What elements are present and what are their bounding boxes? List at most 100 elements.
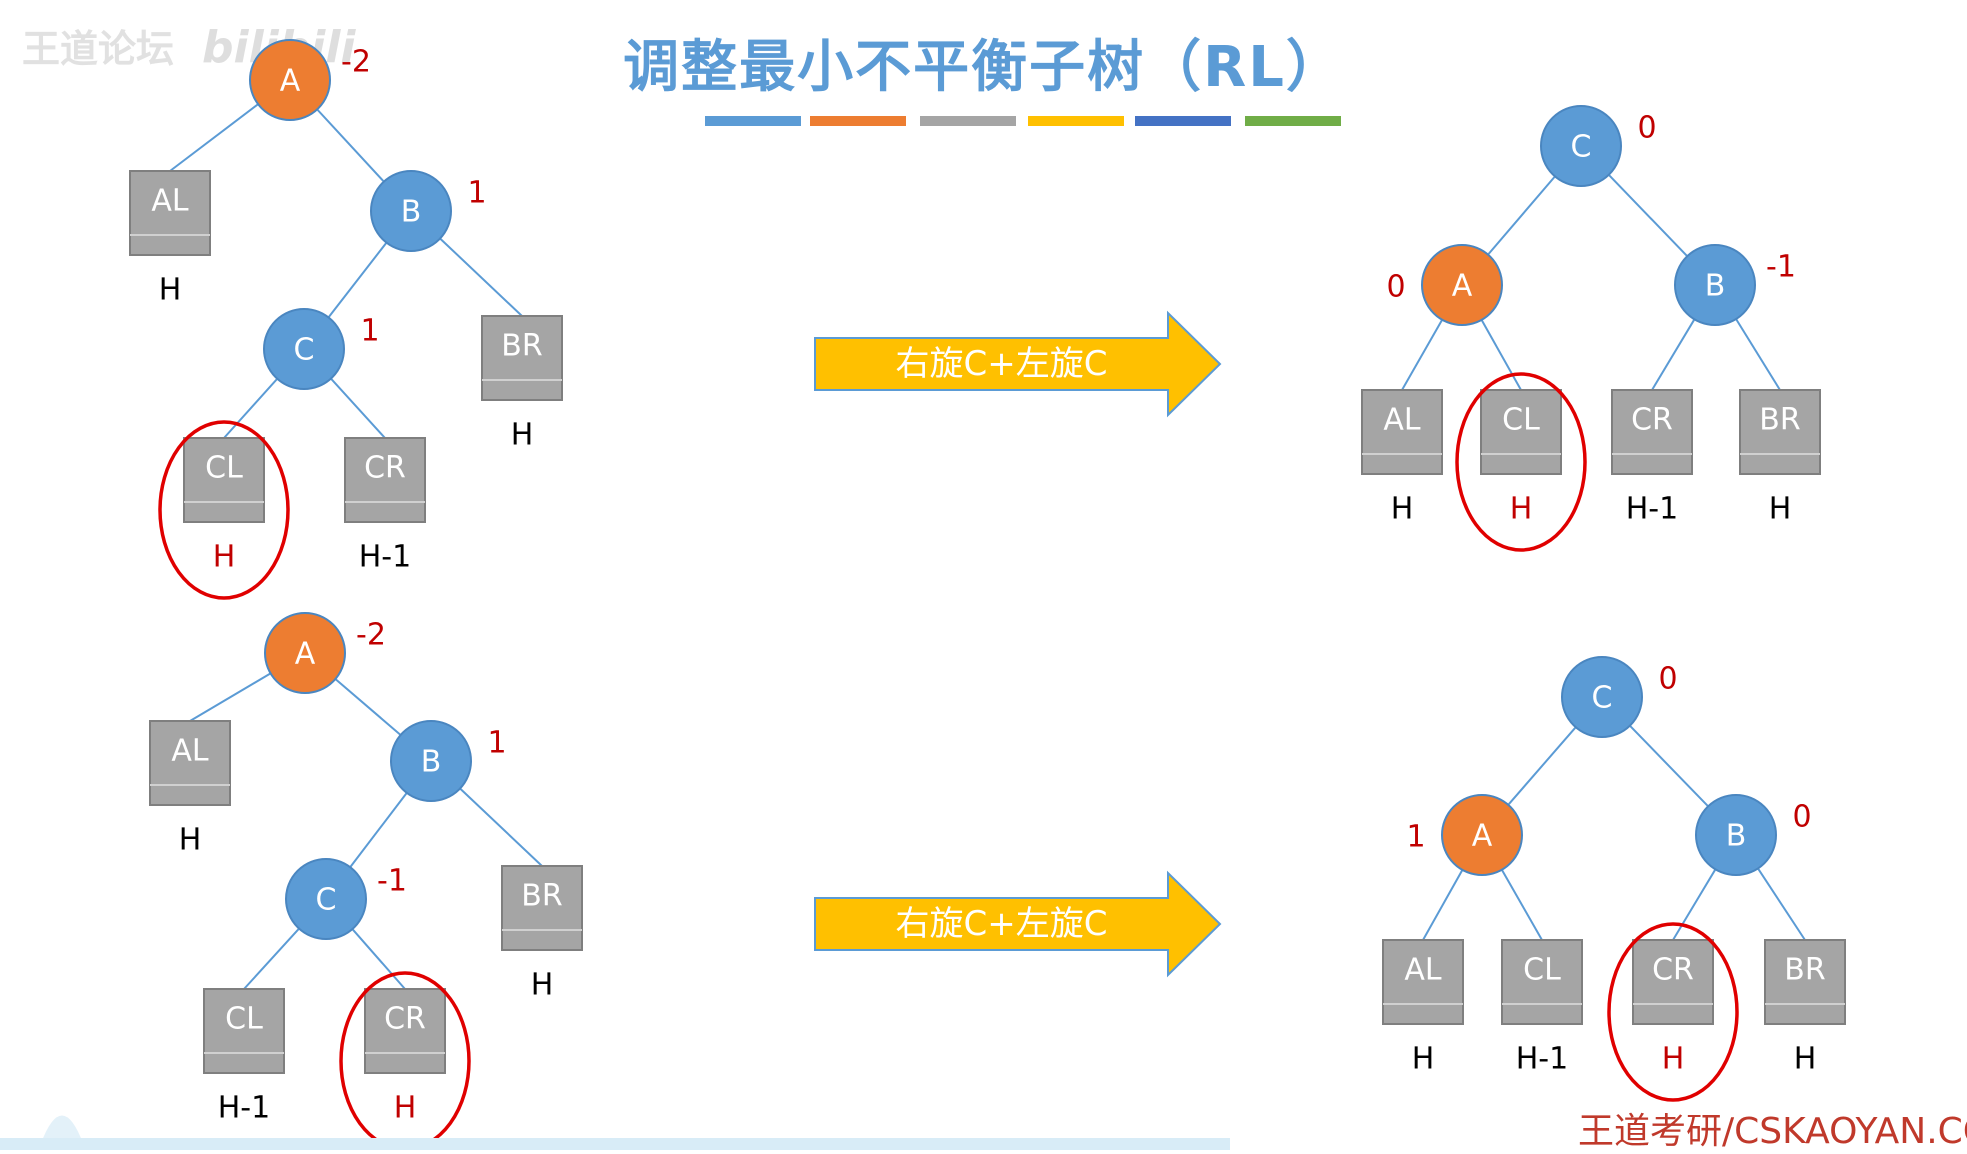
node-label-C: C <box>1571 130 1592 165</box>
subtree-label-BR: BR <box>501 329 542 364</box>
subtree-label-AL: AL <box>171 734 209 769</box>
subtree-box-CL <box>1501 939 1583 1025</box>
rotation-arrow-2 <box>814 870 1222 978</box>
subtree-label-CL: CL <box>225 1002 263 1037</box>
subtree-box-BR <box>501 865 583 951</box>
node-label-A: A <box>1452 269 1473 304</box>
subtree-height-BR: H <box>511 418 534 453</box>
edge-B-BR <box>439 237 523 317</box>
node-label-A: A <box>295 637 316 672</box>
highlight-circle-CL <box>1455 372 1587 552</box>
edge-B-BR <box>1757 867 1806 941</box>
edge-A-CL <box>1480 319 1522 391</box>
subtree-height-BR: H <box>1794 1042 1817 1077</box>
subtree-box-AL <box>149 720 231 806</box>
rotation-arrow-label-2: 右旋C+左旋C <box>896 904 1108 944</box>
balance-factor-B: -1 <box>1766 250 1796 285</box>
subtree-label-BR: BR <box>1759 403 1800 438</box>
node-A <box>1441 794 1523 876</box>
edge-C-B <box>1608 174 1688 257</box>
subtree-label-CR: CR <box>1631 403 1673 438</box>
edge-C-B <box>1629 725 1709 807</box>
edge-C-A <box>1507 726 1577 806</box>
node-C <box>1540 105 1622 187</box>
balance-factor-A: 0 <box>1386 270 1405 305</box>
node-label-B: B <box>1726 819 1747 854</box>
balance-factor-C: 0 <box>1658 662 1677 697</box>
edge-B-CR <box>1672 868 1717 941</box>
edge-A-B <box>316 108 385 183</box>
edge-C-A <box>1487 175 1556 256</box>
edge-A-AL <box>1422 869 1464 941</box>
balance-factor-B: 1 <box>487 726 506 761</box>
node-C <box>263 308 345 390</box>
node-A <box>249 39 331 121</box>
subtree-box-AL <box>1361 389 1443 475</box>
balance-factor-C: 0 <box>1637 111 1656 146</box>
subtree-label-CL: CL <box>205 451 243 486</box>
subtree-box-CL <box>183 437 265 523</box>
node-C <box>285 858 367 940</box>
edge-C-CL <box>223 378 279 439</box>
node-label-C: C <box>294 333 315 368</box>
node-label-A: A <box>280 64 301 99</box>
node-B <box>370 170 452 252</box>
subtree-box-CR <box>364 988 446 1074</box>
node-A <box>1421 244 1503 326</box>
accent-bar-4 <box>1028 116 1124 126</box>
subtree-height-CR: H-1 <box>1626 492 1678 527</box>
subtree-height-BR: H <box>531 968 554 1003</box>
subtree-box-CR <box>344 437 426 523</box>
edge-B-C <box>349 792 408 868</box>
subtree-label-CR: CR <box>364 451 406 486</box>
node-C <box>1561 656 1643 738</box>
subtree-height-CL: H <box>213 540 236 575</box>
node-label-A: A <box>1472 819 1493 854</box>
subtree-height-AL: H <box>159 273 182 308</box>
subtree-box-AL <box>1382 939 1464 1025</box>
node-B <box>1674 244 1756 326</box>
node-label-B: B <box>1705 269 1726 304</box>
edge-C-CR <box>351 928 406 990</box>
subtree-label-CL: CL <box>1502 403 1540 438</box>
accent-bar-6 <box>1245 116 1341 126</box>
accent-bar-5 <box>1135 116 1231 126</box>
watermark-bottom-right: 王道考研/CSKAOYAN.COM <box>1578 1111 1967 1152</box>
node-B <box>1695 794 1777 876</box>
subtree-height-CR: H-1 <box>359 540 411 575</box>
arrow-layer: 右旋C+左旋C 右旋C+左旋C <box>814 310 1222 978</box>
edge-B-C <box>327 241 388 319</box>
subtree-height-CR: H <box>1662 1042 1685 1077</box>
subtree-label-AL: AL <box>1404 953 1442 988</box>
subtree-label-CR: CR <box>1652 953 1694 988</box>
balance-factor-C: -1 <box>377 864 407 899</box>
subtree-box-CR <box>1611 389 1693 475</box>
page-title: 调整最小不平衡子树（RL） <box>0 22 1967 103</box>
node-A <box>264 612 346 694</box>
node-label-B: B <box>401 195 422 230</box>
balance-factor-A: 1 <box>1406 820 1425 855</box>
subtree-height-AL: H <box>1412 1042 1435 1077</box>
highlight-circle-CL <box>158 420 290 600</box>
edge-B-BR <box>1735 318 1781 391</box>
balance-factor-B: 0 <box>1792 800 1811 835</box>
balance-factor-B: 1 <box>467 176 486 211</box>
subtree-box-CL <box>203 988 285 1074</box>
bottom-progress-strip <box>0 1138 1230 1150</box>
subtree-box-BR <box>481 315 563 401</box>
rotation-arrow-label-1: 右旋C+左旋C <box>896 344 1108 384</box>
subtree-label-CR: CR <box>384 1002 426 1037</box>
subtree-label-AL: AL <box>1383 403 1421 438</box>
title-main: 调整最小不平衡子树 <box>623 35 1146 100</box>
edge-B-BR <box>459 787 543 867</box>
subtree-box-BR <box>1764 939 1846 1025</box>
subtree-height-CR: H <box>394 1091 417 1126</box>
node-B <box>390 720 472 802</box>
edge-A-AL <box>1401 319 1444 391</box>
subtree-box-CR <box>1632 939 1714 1025</box>
subtree-label-CL: CL <box>1523 953 1561 988</box>
node-label-B: B <box>421 745 442 780</box>
